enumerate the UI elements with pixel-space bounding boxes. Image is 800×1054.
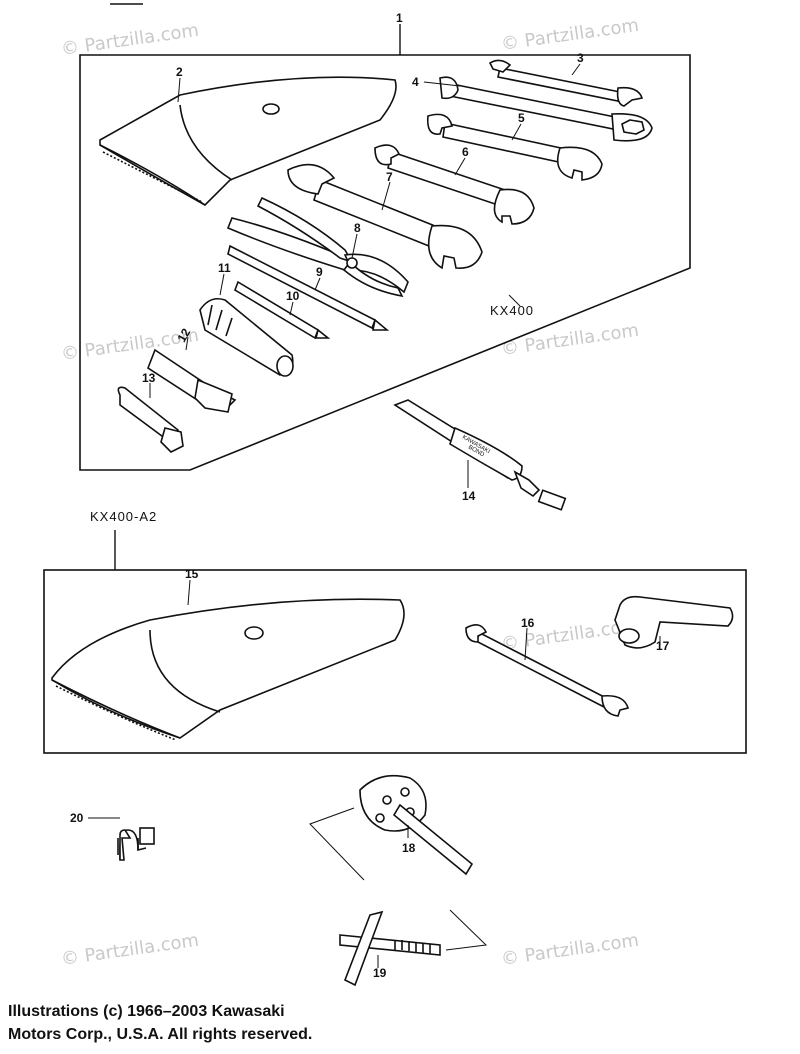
part-label-1: 1 xyxy=(396,11,403,25)
open-end-wrench-6-icon xyxy=(374,144,535,225)
socket-icon xyxy=(147,348,237,413)
part-labels: 1 2 3 4 5 6 7 8 9 10 11 12 13 14 15 16 1… xyxy=(70,11,670,980)
copyright-notice: Illustrations (c) 1966–2003 Kawasaki Mot… xyxy=(8,1000,312,1046)
tool-pouch-icon xyxy=(99,76,397,206)
variant-label-kx400-a2: KX400-A2 xyxy=(90,509,157,524)
part-label-17: 17 xyxy=(656,639,670,653)
u-bolt-icon xyxy=(88,817,155,861)
screwdriver-handle-icon xyxy=(199,297,294,377)
kit-kx400: KX400 xyxy=(79,24,691,471)
part-label-16: 16 xyxy=(521,616,535,630)
part-label-2: 2 xyxy=(176,65,183,79)
part-label-11: 11 xyxy=(218,261,231,275)
part-label-9: 9 xyxy=(316,265,323,279)
screwdriver-bit-icon xyxy=(234,280,331,340)
part-label-15: 15 xyxy=(185,567,199,581)
watermark: © Partzilla.com xyxy=(500,15,640,55)
part-label-20: 20 xyxy=(70,811,84,825)
t-handle-bolt-icon xyxy=(339,909,488,987)
tool-pouch-a2-icon xyxy=(51,598,405,741)
screwdriver-shaft-icon xyxy=(227,244,390,331)
part-label-7: 7 xyxy=(386,170,393,184)
copyright-line-2: Motors Corp., U.S.A. All rights reserved… xyxy=(8,1026,313,1043)
part-label-14: 14 xyxy=(462,489,476,503)
open-end-wrench-7-icon xyxy=(287,163,483,270)
part-label-5: 5 xyxy=(518,111,525,125)
part-label-6: 6 xyxy=(462,145,469,159)
wrench-16-icon xyxy=(465,624,629,717)
bond-tube-icon: KAWASAKI BOND xyxy=(393,399,567,511)
part-label-12: 12 xyxy=(174,326,193,345)
box-wrench-icon xyxy=(439,76,653,142)
small-wrench-icon xyxy=(488,59,644,107)
tube-spanner-icon xyxy=(117,386,184,453)
part-label-3: 3 xyxy=(577,51,584,65)
variant-label-kx400: KX400 xyxy=(490,303,534,318)
copyright-line-1: Illustrations (c) 1966–2003 Kawasaki xyxy=(8,1003,285,1020)
watermark: © Partzilla.com xyxy=(60,930,200,970)
leader-lines-upper xyxy=(149,63,581,398)
part-label-18: 18 xyxy=(402,841,416,855)
kit-outline-kx400 xyxy=(79,54,691,471)
open-end-wrench-5-icon xyxy=(426,113,603,181)
kit-kx400-a2: KX400-A2 xyxy=(43,509,747,754)
pliers-icon xyxy=(226,196,409,298)
part-label-8: 8 xyxy=(354,221,361,235)
watermark: © Partzilla.com xyxy=(60,20,200,60)
part-label-13: 13 xyxy=(142,371,156,385)
watermark: © Partzilla.com xyxy=(500,930,640,970)
watermark: © Partzilla.com xyxy=(500,320,640,360)
part-label-4: 4 xyxy=(412,75,419,89)
spoke-wrench-icon xyxy=(309,774,474,881)
spark-plug-wrench-icon xyxy=(614,595,734,649)
part-label-10: 10 xyxy=(286,289,300,303)
kit-outline-kx400-a2 xyxy=(43,569,747,754)
part-label-19: 19 xyxy=(373,966,387,980)
